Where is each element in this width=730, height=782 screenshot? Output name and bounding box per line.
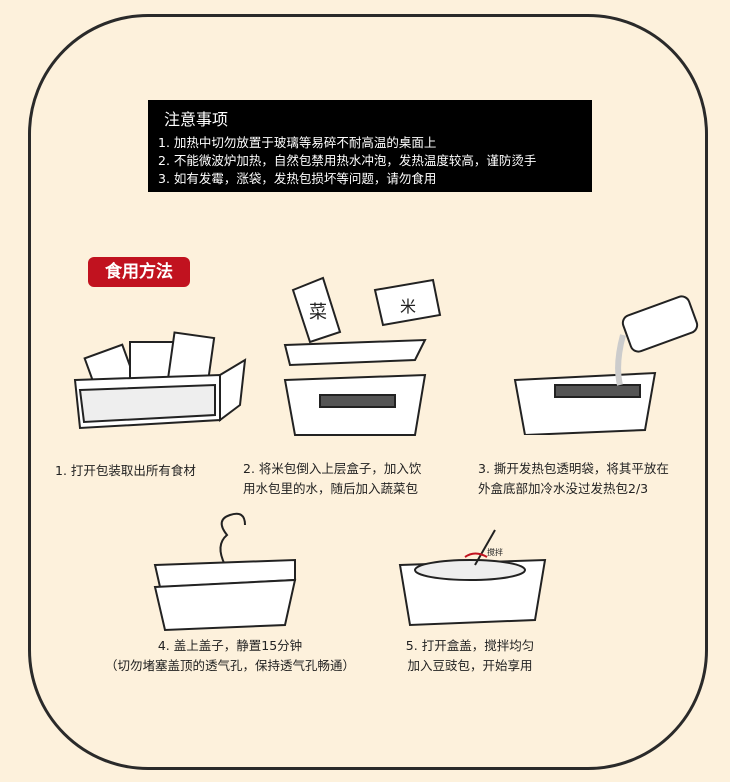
stir-arrow-icon	[464, 552, 488, 558]
steam-icon	[219, 512, 246, 566]
step-3-caption: 3. 撕开发热包透明袋，将其平放在 外盒底部加冷水没过发热包2/3	[478, 459, 669, 499]
step-text: 5. 打开盒盖，搅拌均匀	[405, 638, 535, 653]
notice-item: 2. 不能微波炉加热，自然包禁用热水冲泡，发热温度较高，谨防烫手	[158, 153, 537, 168]
step-text: 加入豆豉包，开始享用	[407, 658, 533, 673]
notice-item: 1. 加热中切勿放置于玻璃等易碎不耐高温的桌面上	[158, 135, 437, 150]
upper-tray-icon	[283, 338, 427, 367]
notice-title: 注意事项	[164, 110, 229, 129]
rice-label: 米	[400, 297, 416, 316]
step-text: 2. 将米包倒入上层盒子，加入饮	[243, 461, 422, 476]
vegetable-packet-icon	[291, 276, 342, 344]
water-bottle-icon	[621, 295, 699, 353]
tray-icon	[153, 578, 297, 632]
step-text: 外盒底部加冷水没过发热包2/3	[478, 481, 649, 496]
tray-icon	[513, 371, 657, 435]
method-badge: 食用方法	[88, 257, 190, 287]
step1-illustration	[73, 331, 247, 430]
step-text: 3. 撕开发热包透明袋，将其平放在	[478, 461, 669, 476]
rounded-frame	[28, 14, 708, 770]
step5-illustration: 搅拌	[398, 529, 547, 627]
vegetable-label: 菜	[309, 302, 327, 323]
notice-item: 3. 如有发霉，涨袋，发热包损坏等问题，请勿食用	[158, 171, 437, 186]
notice-box: 注意事项 1. 加热中切勿放置于玻璃等易碎不耐高温的桌面上 2. 不能微波炉加热…	[148, 100, 592, 192]
step-text: 1. 打开包装取出所有食材	[55, 463, 196, 478]
step-text: （切勿堵塞盖顶的透气孔，保持透气孔畅通）	[104, 658, 355, 673]
spoon-icon	[474, 529, 496, 566]
step-text: 4. 盖上盖子，静置15分钟	[157, 638, 303, 653]
rice-packet-icon	[373, 278, 442, 327]
step3-illustration	[513, 295, 699, 435]
step4-illustration	[153, 512, 297, 632]
step-1-caption: 1. 打开包装取出所有食材	[55, 461, 196, 481]
step-4-caption: 4. 盖上盖子，静置15分钟 （切勿堵塞盖顶的透气孔，保持透气孔畅通）	[80, 636, 380, 676]
step-text: 用水包里的水，随后加入蔬菜包	[243, 481, 419, 496]
step-5-caption: 5. 打开盒盖，搅拌均匀 加入豆豉包，开始享用	[395, 636, 545, 676]
stir-label: 搅拌	[487, 547, 503, 557]
step-2-caption: 2. 将米包倒入上层盒子，加入饮 用水包里的水，随后加入蔬菜包	[243, 459, 421, 499]
step2-illustration: 菜 米	[283, 276, 442, 436]
